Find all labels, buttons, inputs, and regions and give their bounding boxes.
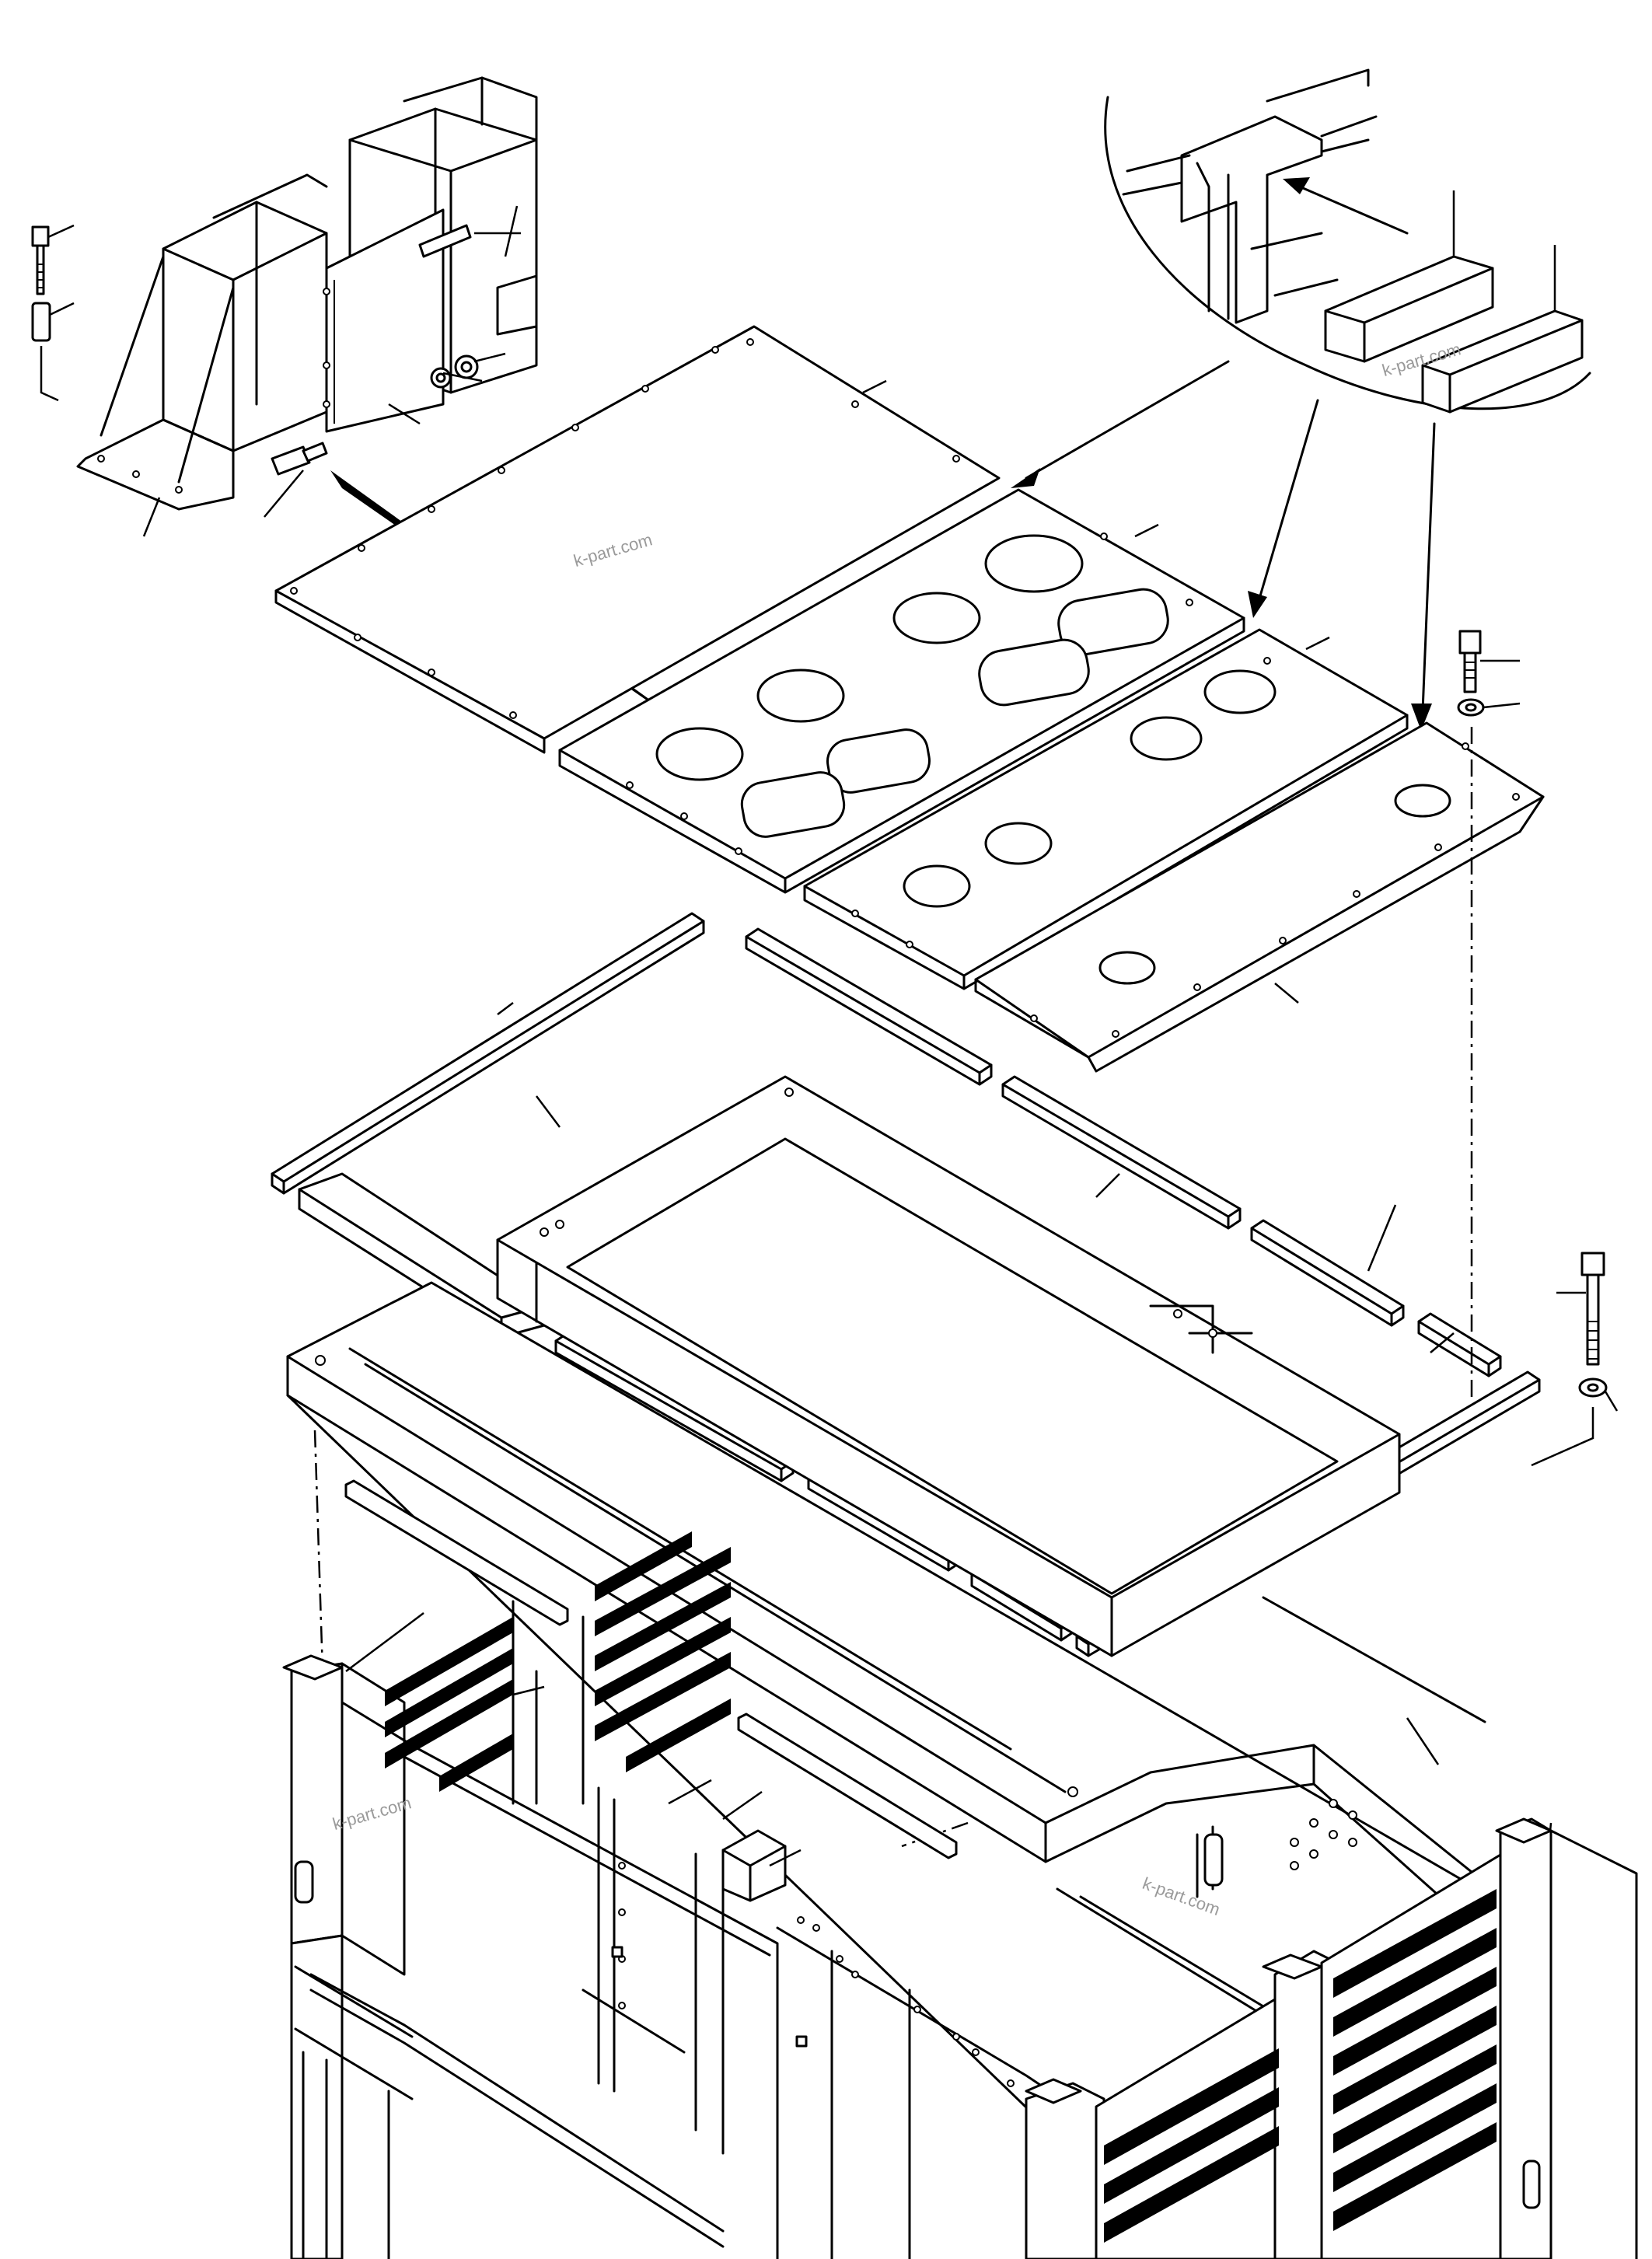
duct-assembly	[31, 76, 538, 537]
pointer-arrows	[1011, 360, 1436, 731]
bolt-icon	[271, 442, 328, 476]
inner-frame	[496, 1075, 1401, 1657]
roof-panels	[274, 325, 1545, 1073]
bolt-icon	[1458, 630, 1482, 693]
bolt-icon	[1580, 1252, 1605, 1366]
bolt-icon	[31, 225, 50, 295]
detail-callout	[1104, 68, 1591, 414]
hardware-right	[1457, 630, 1619, 1467]
machine-body	[282, 1479, 1638, 2259]
spacer-sleeve	[31, 302, 51, 342]
nut-icon	[430, 354, 479, 389]
